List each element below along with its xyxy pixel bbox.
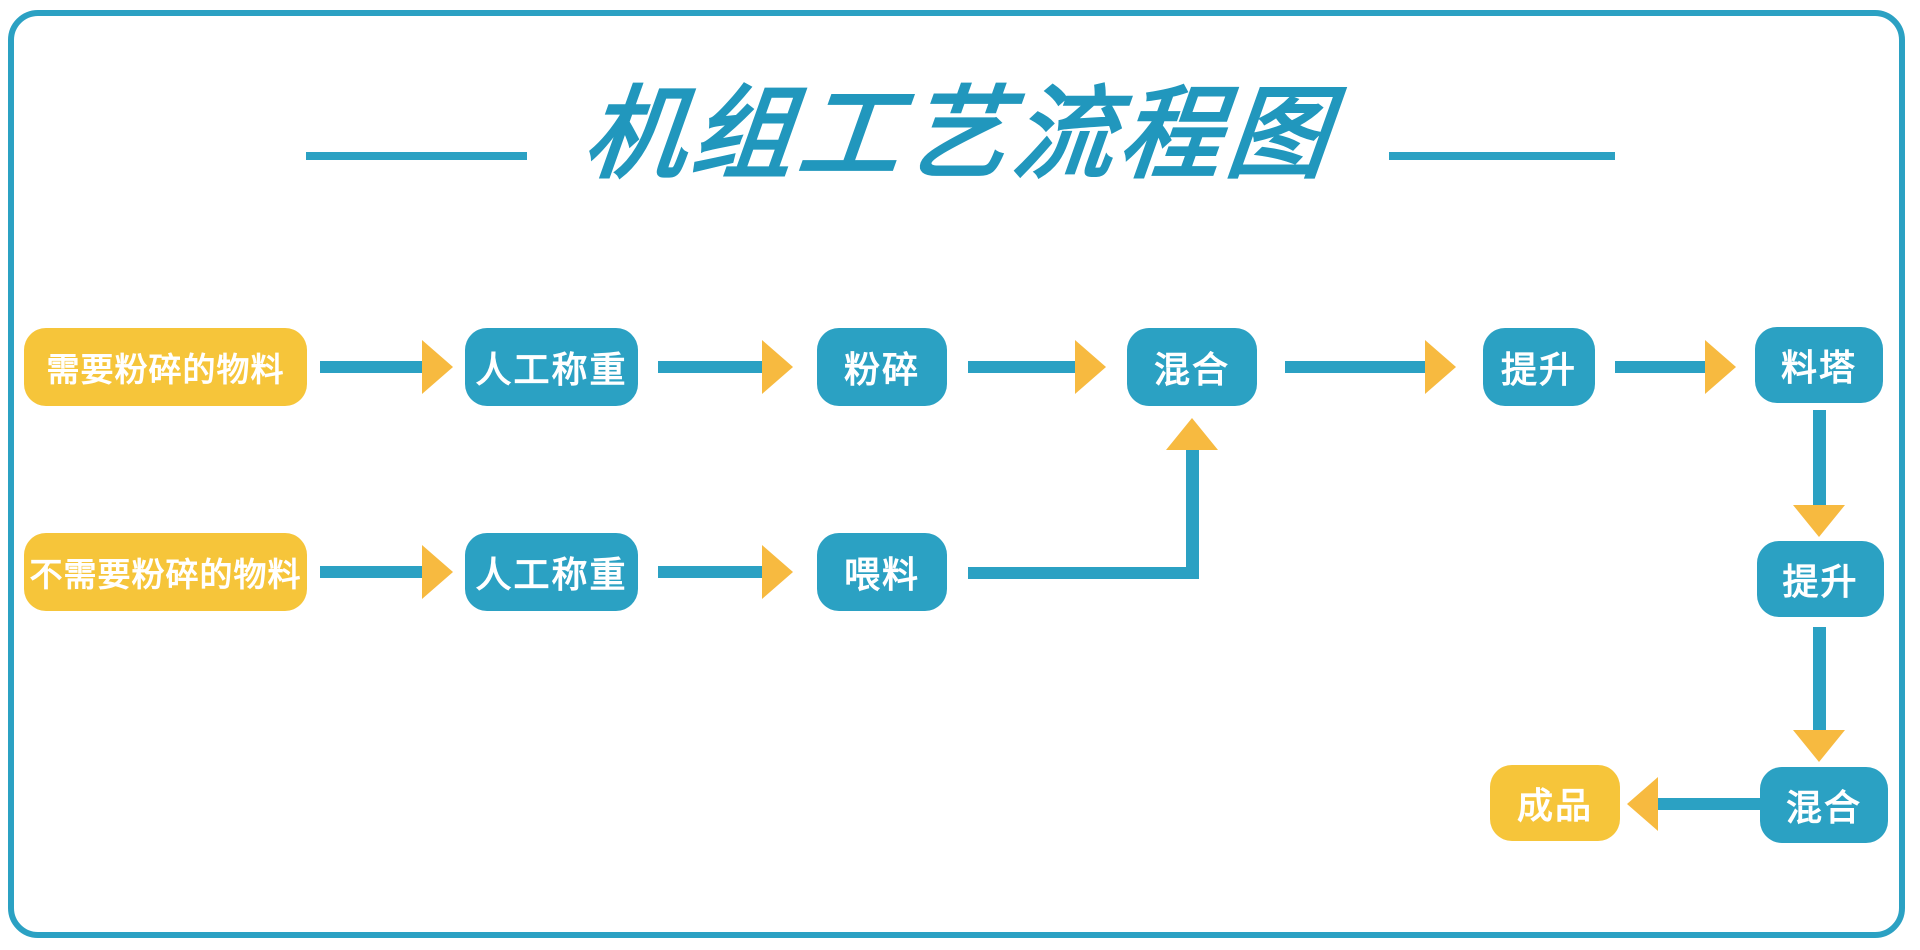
arrow-shaft	[1615, 361, 1705, 373]
connector-vertical-shaft	[1186, 450, 1199, 578]
node-finished-product: 成品	[1490, 765, 1620, 841]
arrow-shaft	[658, 361, 762, 373]
arrow-shaft	[320, 361, 422, 373]
diagram-border	[8, 10, 1905, 938]
arrow-head-right-icon	[762, 545, 793, 599]
arrow-head-right-icon	[1425, 340, 1456, 394]
arrow-shaft	[968, 361, 1075, 373]
arrow-head-right-icon	[1705, 340, 1736, 394]
arrow-head-right-icon	[1075, 340, 1106, 394]
arrow-head-right-icon	[422, 340, 453, 394]
arrow-shaft	[320, 566, 422, 578]
arrow-head-right-icon	[422, 545, 453, 599]
arrow-head-left-icon	[1627, 777, 1658, 831]
node-lift-top: 提升	[1483, 328, 1595, 406]
node-feed: 喂料	[817, 533, 947, 611]
arrow-head-right-icon	[762, 340, 793, 394]
connector-horizontal-shaft	[968, 567, 1199, 579]
arrow-head-down-icon	[1793, 730, 1845, 762]
page-title: 机组工艺流程图	[579, 79, 1341, 191]
arrow-head-down-icon	[1793, 505, 1845, 537]
node-need-crush-material: 需要粉碎的物料	[24, 328, 307, 406]
node-crush: 粉碎	[817, 328, 947, 406]
node-silo: 料塔	[1755, 327, 1883, 403]
node-manual-weigh-top: 人工称重	[465, 328, 638, 406]
arrow-shaft	[1658, 798, 1760, 810]
arrow-shaft	[1285, 361, 1425, 373]
title-dash-right	[1389, 152, 1615, 160]
node-manual-weigh-bottom: 人工称重	[465, 533, 638, 611]
arrow-shaft	[1813, 410, 1826, 505]
node-mix-final: 混合	[1760, 767, 1888, 843]
node-mix-main: 混合	[1127, 328, 1257, 406]
node-no-need-crush-material: 不需要粉碎的物料	[24, 533, 307, 611]
arrow-shaft	[658, 566, 762, 578]
node-lift-right: 提升	[1757, 541, 1884, 617]
arrow-head-up-icon	[1166, 418, 1218, 450]
title-dash-left	[306, 152, 527, 160]
arrow-shaft	[1813, 627, 1826, 730]
